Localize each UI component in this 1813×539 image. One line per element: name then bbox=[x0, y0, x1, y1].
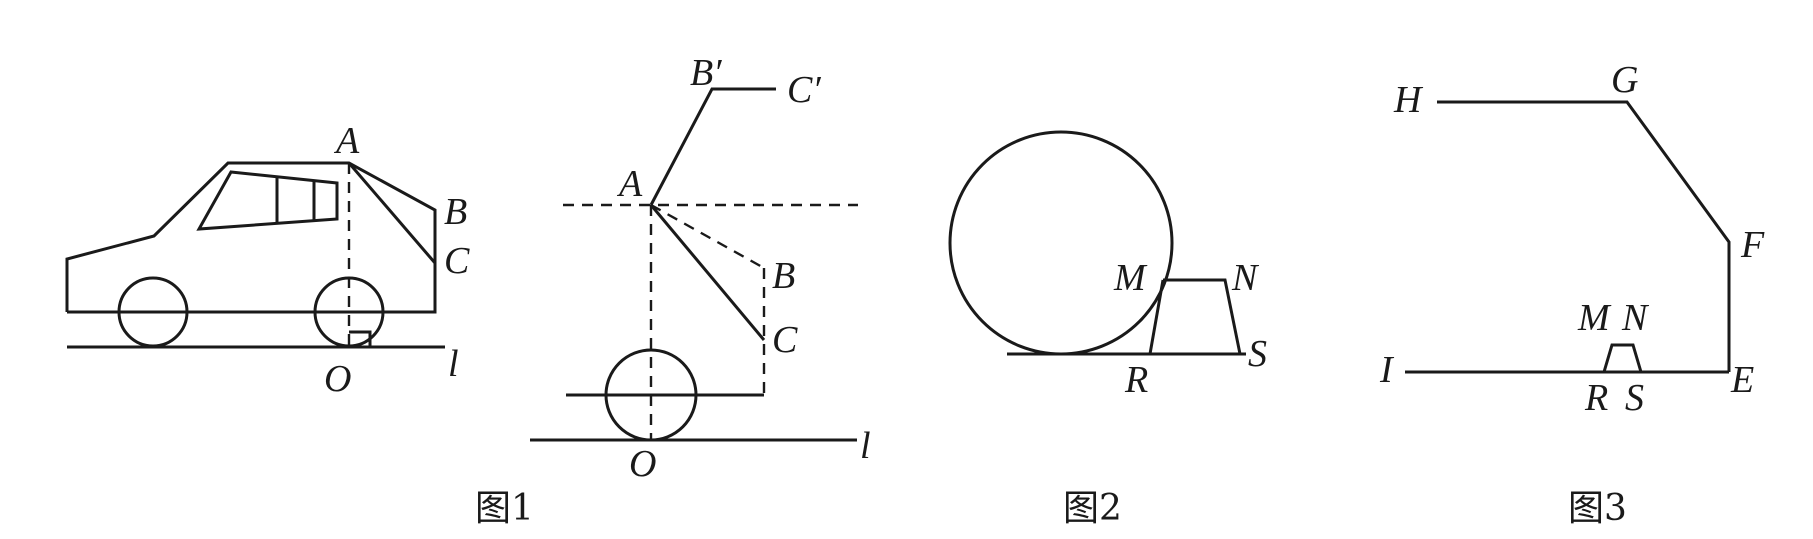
car-window bbox=[196, 170, 339, 231]
label-H: H bbox=[1393, 79, 1424, 121]
label-C: C bbox=[444, 240, 470, 282]
label-B: B bbox=[444, 191, 467, 233]
label-B-prime: B′ bbox=[690, 52, 722, 94]
figure1-car: A B C O l bbox=[65, 120, 470, 400]
label-B: B bbox=[772, 255, 795, 297]
segment-AC bbox=[649, 204, 766, 341]
label-O: O bbox=[629, 443, 656, 485]
large-circle bbox=[948, 130, 1174, 356]
caption-figure2: 图2 bbox=[1063, 488, 1122, 529]
caption-figure1: 图1 bbox=[475, 488, 534, 529]
label-F: F bbox=[1740, 224, 1765, 266]
dashed-AB bbox=[650, 203, 765, 270]
trapezoid-MNSR bbox=[1148, 278, 1242, 356]
figure2: M N R S 图2 bbox=[948, 130, 1267, 529]
label-N: N bbox=[1621, 297, 1650, 339]
label-l: l bbox=[448, 343, 459, 385]
label-R: R bbox=[1124, 359, 1148, 401]
label-A: A bbox=[333, 120, 360, 162]
opened-lid-AB-prime-C-prime bbox=[649, 87, 776, 206]
label-O: O bbox=[324, 358, 351, 400]
label-G: G bbox=[1611, 59, 1638, 101]
caption-figure3: 图3 bbox=[1568, 488, 1627, 529]
label-M: M bbox=[1113, 257, 1148, 299]
car-body-outline bbox=[65, 161, 437, 314]
label-N: N bbox=[1231, 257, 1260, 299]
figure3: H G F E I M N R S 图3 bbox=[1379, 59, 1765, 529]
label-S: S bbox=[1248, 333, 1267, 375]
trunk-lid-line bbox=[347, 162, 437, 264]
label-C: C bbox=[772, 319, 798, 361]
small-trapezoid-MNSR bbox=[1602, 343, 1643, 373]
right-angle-mark bbox=[349, 330, 372, 347]
label-l: l bbox=[860, 425, 871, 467]
label-C-prime: C′ bbox=[787, 69, 821, 111]
outline-HGFE bbox=[1437, 100, 1731, 372]
label-R: R bbox=[1584, 377, 1608, 419]
label-I: I bbox=[1379, 349, 1395, 391]
label-A: A bbox=[616, 163, 643, 205]
figure1-schematic: A B′ C′ B C O l 图1 bbox=[475, 52, 871, 529]
label-E: E bbox=[1730, 359, 1754, 401]
label-M: M bbox=[1577, 297, 1612, 339]
label-S: S bbox=[1625, 377, 1644, 419]
